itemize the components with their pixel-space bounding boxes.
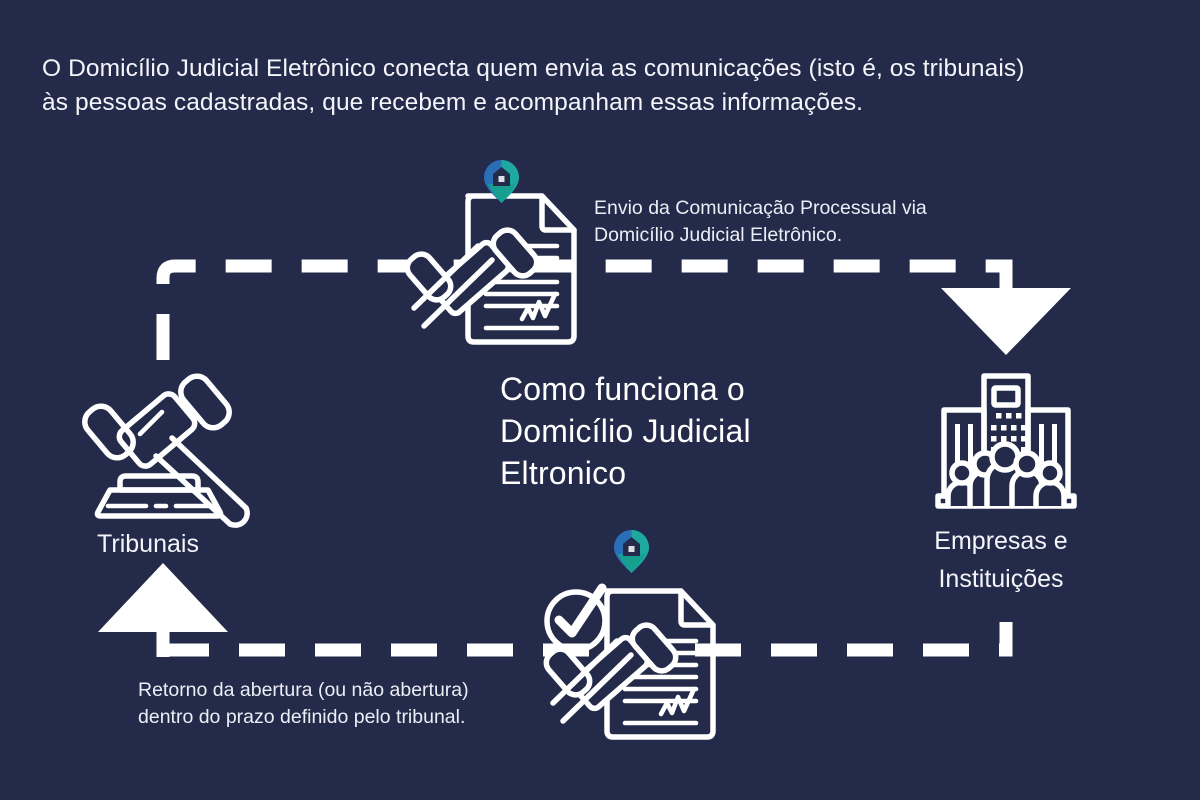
bottom-left-riser [156,625,170,657]
building-top-window [991,385,1021,408]
document-signature-squiggle [519,291,558,322]
location-pin-building-icon [484,160,519,203]
flow-caption-retorno: Retorno da abertura (ou não abertura) de… [138,679,469,728]
document-text-lines-bottom [622,638,699,726]
building-window-grid [991,413,1027,464]
building-right-wing [1025,407,1071,499]
document-page-shape-bottom [604,588,716,740]
document-gavel-overlay [404,227,540,329]
page-title: Como funciona o Domicílio Judicial Eltro… [500,371,751,491]
gavel-base [94,487,224,519]
flow-caption-envio: Envio da Comunicação Processual via Domi… [594,197,927,246]
document-folded-corner [539,193,577,233]
check-circle-icon [544,583,608,653]
top-flow-dashed-path [156,259,1013,360]
document-folded-corner-bottom [678,588,716,628]
down-arrow-head [941,288,1071,355]
bottom-flow-dashed-path [163,622,1013,657]
up-arrow-head [98,563,228,632]
document-page-shape [465,193,577,345]
node-label-tribunais: Tribunais [97,530,199,558]
building-center-tower [981,373,1031,499]
building-base [935,493,1077,509]
document-text-lines [483,243,560,331]
building-people-group [945,441,1067,509]
building-left-wing [941,407,987,499]
intro-paragraph: O Domicílio Judicial Eletrônico conecta … [42,55,1025,116]
gavel-sound-block [117,473,201,493]
node-label-empresas: Empresas e Instituições [934,527,1068,593]
document-signature-squiggle-bottom [658,686,697,717]
location-pin-building-icon-bottom [614,530,649,573]
